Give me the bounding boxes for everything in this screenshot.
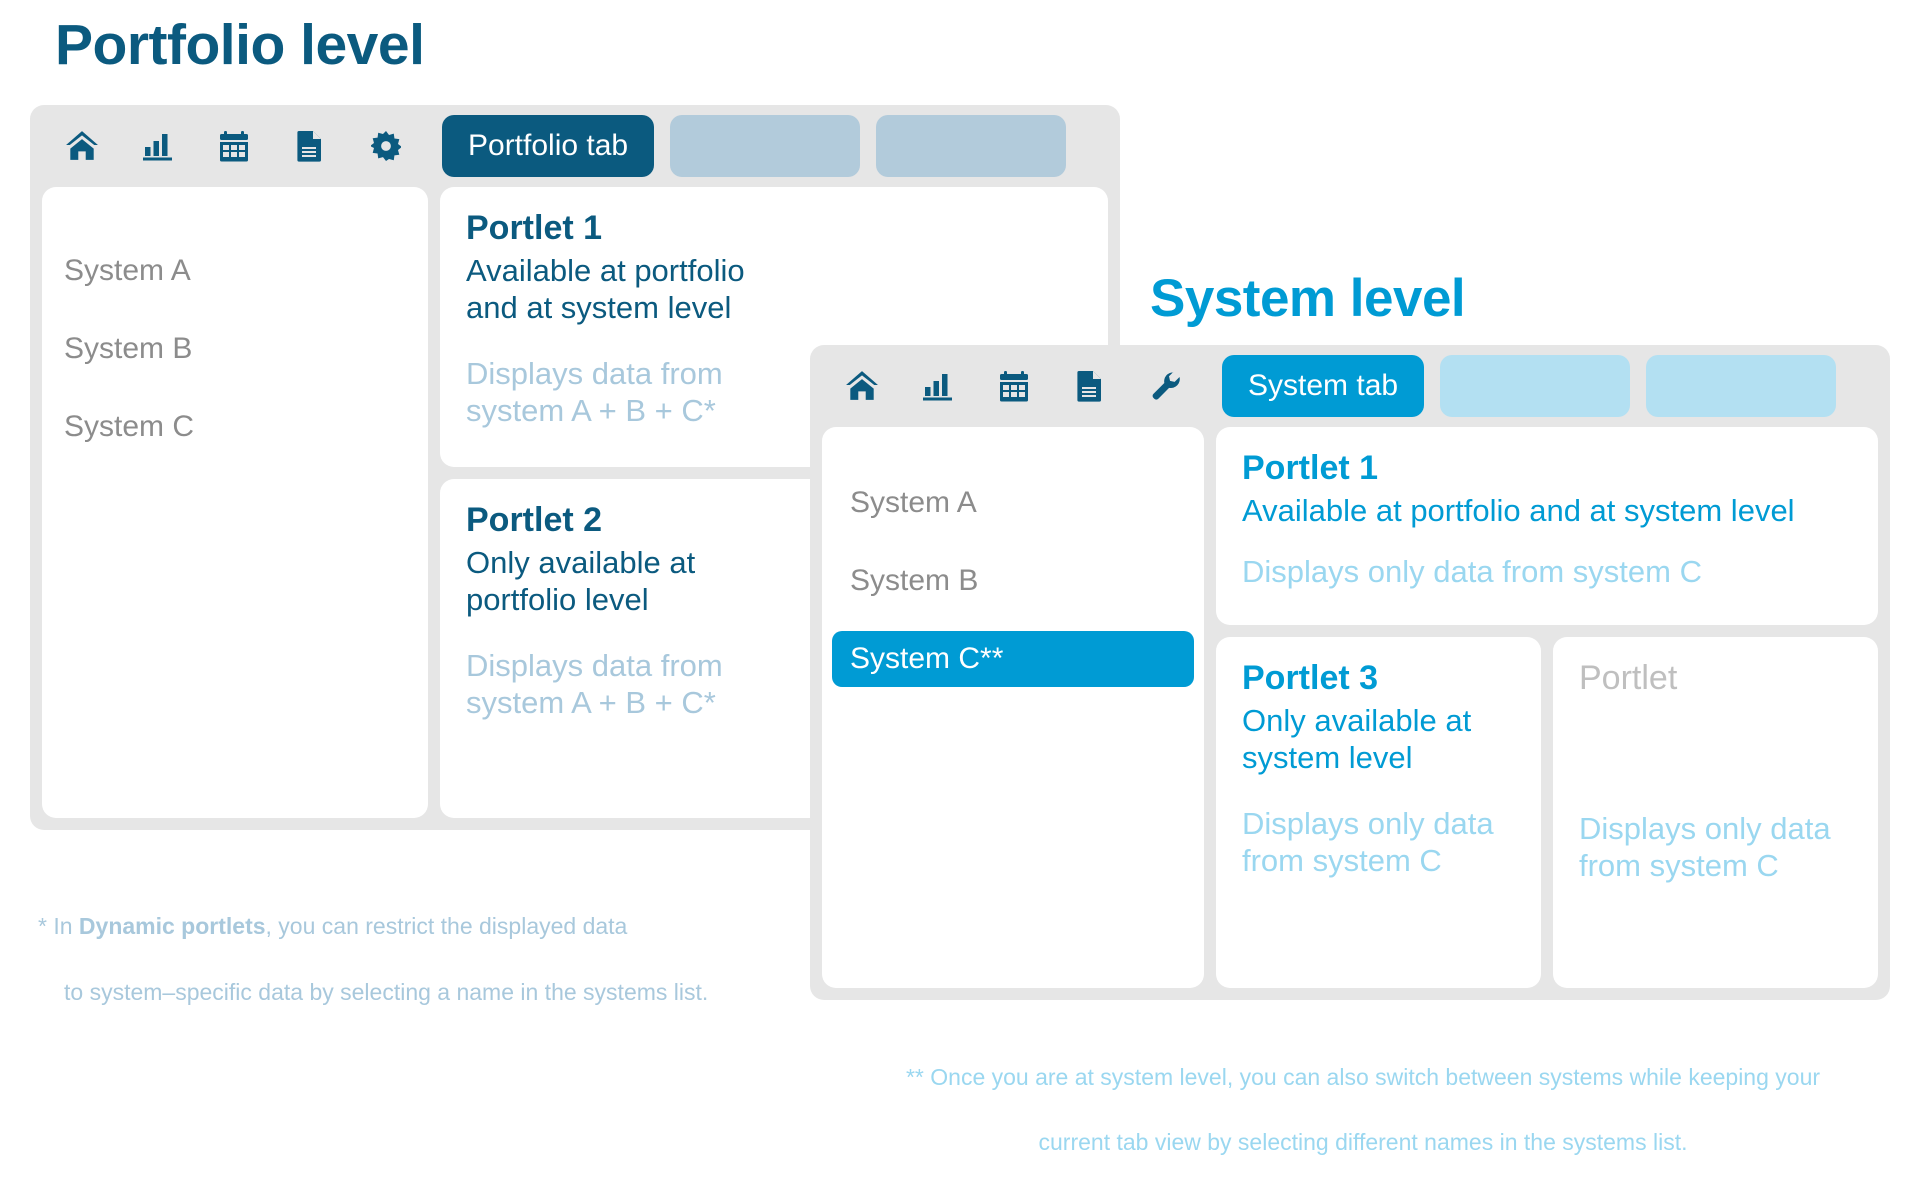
portlet-note: Displays data from system A + B + C* <box>466 356 723 428</box>
gear-icon[interactable] <box>362 122 410 170</box>
footnote-marker: * <box>38 913 47 940</box>
portlet-title: Portlet 1 <box>466 209 603 247</box>
system-tab-strip: System tab <box>1222 355 1852 417</box>
footnote-bold-term: Dynamic portlets <box>78 913 266 940</box>
bar-chart-icon[interactable] <box>134 122 182 170</box>
portlet-subtitle: Only available at system level <box>1242 703 1472 775</box>
system-icon-strip <box>810 362 1190 410</box>
tab-portfolio-tab[interactable]: Portfolio tab <box>442 115 655 177</box>
portfolio-footnote: * In Dynamic portlets, you can restrict … <box>38 845 858 1041</box>
portlet-title: Portlet <box>1579 659 1678 697</box>
portfolio-level-heading: Portfolio level <box>55 13 425 77</box>
home-icon[interactable] <box>838 362 886 410</box>
portlet-card-empty[interactable]: Portlet Displays only data from system C <box>1553 637 1878 988</box>
footnote-text-after: , you can restrict the displayed data <box>265 913 628 940</box>
home-icon[interactable] <box>58 122 106 170</box>
portfolio-tab-strip: Portfolio tab <box>442 115 1082 177</box>
list-item-selected[interactable]: System C** <box>832 631 1194 687</box>
portlet-subtitle: Available at portfolio and at system lev… <box>466 253 745 325</box>
tab-portfolio-empty-1[interactable] <box>670 115 861 177</box>
tab-system-empty-2[interactable] <box>1646 355 1837 417</box>
system-portlet-row: Portlet 3 Only available at system level… <box>1216 637 1878 988</box>
portlet-title: Portlet 3 <box>1242 659 1379 697</box>
portlet-note: Displays only data from system C <box>1579 811 1831 883</box>
portlet-note: Displays only data from system C <box>1242 553 1702 589</box>
portlet-card-3[interactable]: Portlet 3 Only available at system level… <box>1216 637 1541 988</box>
portfolio-systems-list: System A System B System C <box>42 187 428 818</box>
footnote-text-before: In <box>46 913 79 940</box>
list-item[interactable]: System A <box>64 254 191 287</box>
portfolio-toolbar: Portfolio tab <box>30 105 1120 187</box>
list-item[interactable]: System A <box>850 486 977 519</box>
portlet-note: Displays data from system A + B + C* <box>466 648 723 720</box>
portlet-spacer <box>1579 703 1852 811</box>
list-item[interactable]: System B <box>850 564 979 597</box>
list-item[interactable]: System B <box>64 332 193 365</box>
portlet-title: Portlet 2 <box>466 501 603 539</box>
portlet-subtitle: Only available at portfolio level <box>466 545 696 617</box>
document-icon[interactable] <box>286 122 334 170</box>
system-panel-body: System A System B System C** Portlet 1 A… <box>822 427 1878 988</box>
system-level-heading: System level <box>1150 269 1466 328</box>
wrench-icon[interactable] <box>1142 362 1190 410</box>
portlet-note: Displays only data from system C <box>1242 806 1494 878</box>
system-toolbar: System tab <box>810 345 1890 427</box>
portfolio-icon-strip <box>30 122 410 170</box>
tab-system-empty-1[interactable] <box>1440 355 1631 417</box>
system-systems-list: System A System B System C** <box>822 427 1204 988</box>
calendar-icon[interactable] <box>990 362 1038 410</box>
portlet-subtitle: Available at portfolio and at system lev… <box>1242 493 1795 529</box>
tab-portfolio-empty-2[interactable] <box>876 115 1067 177</box>
tab-system-tab[interactable]: System tab <box>1222 355 1425 417</box>
portlet-spacer <box>1242 776 1515 806</box>
portlet-spacer <box>1242 530 1852 554</box>
system-app-window: System tab System A System B System C** … <box>810 345 1890 1000</box>
calendar-icon[interactable] <box>210 122 258 170</box>
system-portlet-column: Portlet 1 Available at portfolio and at … <box>1216 427 1878 988</box>
portlet-title: Portlet 1 <box>1242 449 1379 487</box>
footnote-line-2: to system–specific data by selecting a n… <box>64 978 709 1005</box>
footnote-line-2: current tab view by selecting different … <box>1038 1128 1688 1155</box>
document-icon[interactable] <box>1066 362 1114 410</box>
bar-chart-icon[interactable] <box>914 362 962 410</box>
system-footnote: ** Once you are at system level, you can… <box>818 1028 1908 1191</box>
footnote-line-1: ** Once you are at system level, you can… <box>905 1063 1821 1090</box>
list-item[interactable]: System C <box>64 410 195 443</box>
portlet-card-1[interactable]: Portlet 1 Available at portfolio and at … <box>1216 427 1878 625</box>
